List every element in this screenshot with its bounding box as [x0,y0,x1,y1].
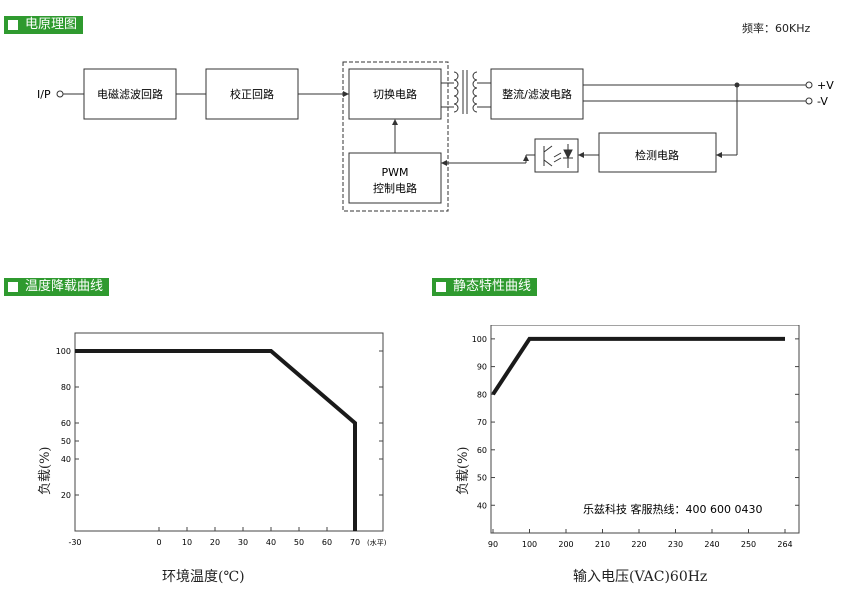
x-tick-label: 10 [182,538,192,547]
x-tick-label: 240 [704,540,719,549]
y-tick-label: 70 [477,418,487,427]
y-tick-label: 20 [61,491,71,500]
x-unit-note: (水平) [367,538,387,547]
frequency-label: 频率：60KHz [742,22,811,35]
square-icon [8,20,18,30]
x-tick-label: 70 [350,538,360,547]
input-terminal [56,90,64,98]
x-tick-label: 100 [522,540,537,549]
output-pos-label: +V [817,79,834,92]
pfc-label: 校正回路 [230,87,274,101]
y-tick-label: 40 [477,501,487,510]
detect-box [598,132,717,173]
output-neg-label: -V [817,95,828,108]
section-tag-derating: 温度降载曲线 [4,278,110,296]
block-diagram: I/P 电磁滤波回路 校正回路 切换电路 整流/滤波电路 PWM 控制电路 检测… [37,61,834,212]
derating-y-label: 负载(%) [38,446,53,496]
x-tick-label: 200 [558,540,573,549]
output-neg-terminal [805,97,813,105]
y-tick-label: 60 [477,446,487,455]
static-chart: 90 100 200 210 220 230 240 250 264 100 90 80 70 60 50 4… [472,325,800,549]
pwm-label: PWM [381,166,408,179]
plot-frame [490,325,800,534]
x-tick-label: 210 [595,540,610,549]
section-title: 静态特性曲线 [453,279,532,294]
y-tick-label: 100 [472,335,487,344]
plot-frame [74,332,384,532]
rectifier-box [490,68,584,120]
detect-label: 检测电路 [635,148,679,162]
transformer-secondary [472,71,478,113]
square-icon [436,282,446,292]
x-tick-label: 20 [210,538,220,547]
input-label: I/P [37,88,51,101]
optocoupler-icon [543,144,573,168]
section-tag-block-diagram: 电原理图 [4,16,84,34]
section-tag-static: 静态特性曲线 [432,278,538,296]
x-tick-label: 230 [668,540,683,549]
hotline-annotation: 乐兹科技 客服热线：400 600 0430 [583,502,762,516]
emi-label: 电磁滤波回路 [97,88,163,101]
y-tick-label: 90 [477,363,487,372]
y-tick-label: 40 [61,455,71,464]
junction-dot [734,82,740,88]
y-tick-label: 100 [56,347,71,356]
section-title: 电原理图 [25,17,78,32]
y-tick-label: 60 [61,419,71,428]
x-tick-label: 30 [238,538,248,547]
x-tick-label: 0 [156,538,161,547]
derating-x-label: 环境温度(℃) [162,569,245,585]
switch-module-frame [342,61,449,212]
section-title: 温度降载曲线 [25,279,104,294]
y-tick-label: 50 [61,437,71,446]
x-tick-label: 60 [322,538,332,547]
derating-curve [75,349,357,531]
y-tick-label: 80 [61,383,71,392]
static-y-label: 负载(%) [456,446,471,496]
pwm-control-label: 控制电路 [373,181,417,195]
static-curve [491,336,785,396]
output-pos-terminal [805,81,813,89]
derating-chart: -30 0 10 20 30 40 50 60 70 (水平) 100 80 60 50 40 20 [56,332,387,547]
switch-label: 切换电路 [373,87,417,101]
y-tick-label: 80 [477,390,487,399]
rectifier-label: 整流/滤波电路 [502,87,572,101]
x-tick-label: 220 [631,540,646,549]
static-x-label: 输入电压(VAC)60Hz [573,569,708,585]
x-tick-label: 40 [266,538,276,547]
x-tick-label: 250 [741,540,756,549]
y-tick-label: 50 [477,474,487,483]
x-tick-label: 90 [488,540,498,549]
transformer-primary [453,71,459,113]
x-tick-label: -30 [68,538,81,547]
square-icon [8,282,18,292]
x-tick-label: 50 [294,538,304,547]
x-tick-label: 264 [777,540,792,549]
